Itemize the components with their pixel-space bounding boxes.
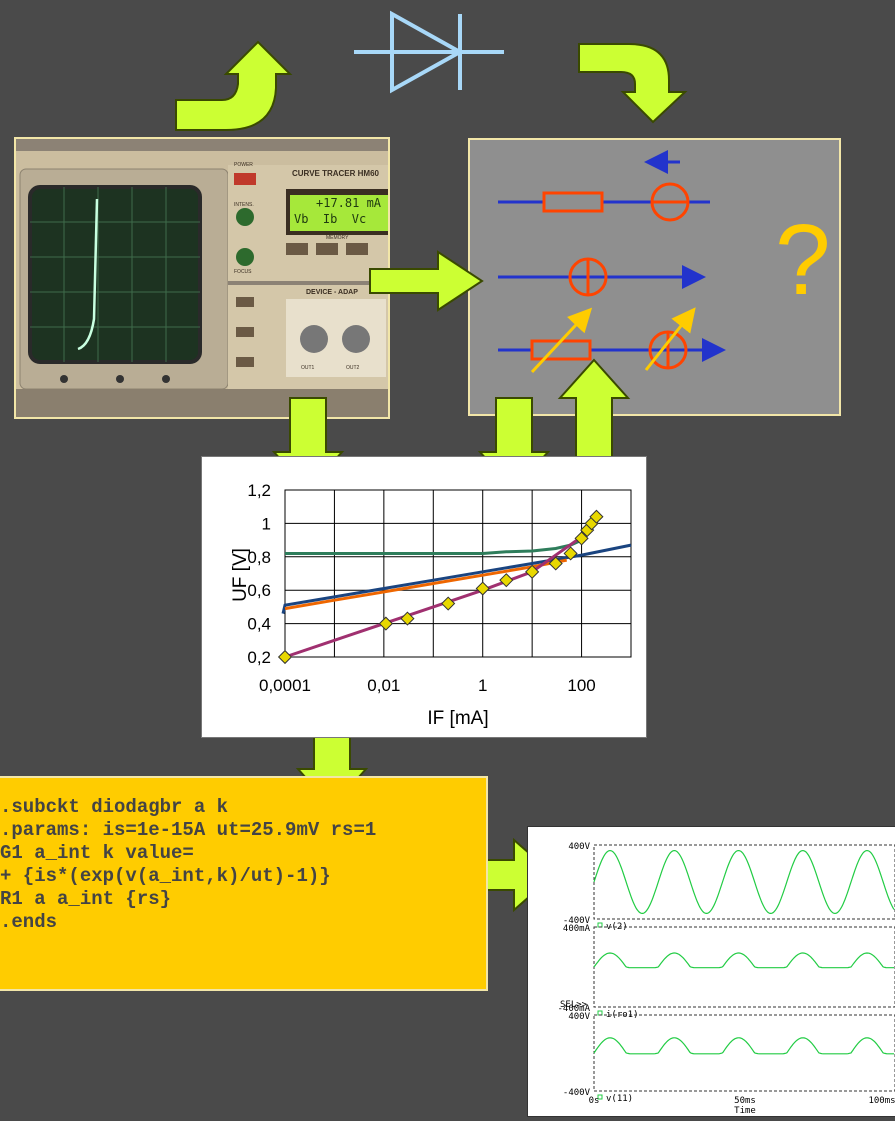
instrument-out1-label: OUT1 (301, 365, 315, 371)
chart-ytick-label: 0,4 (247, 615, 271, 634)
diode-models-panel: ? (468, 138, 841, 416)
chart-series-line (284, 510, 598, 659)
chart-ytick-label: 1 (262, 514, 271, 533)
instrument-power-label: POWER (234, 162, 253, 168)
chart-series-line (285, 538, 583, 555)
sim-legend-marker (597, 922, 603, 928)
chart-ylabel: UF [V] (230, 548, 251, 602)
code-line: R1 a a_int {rs} (0, 888, 172, 910)
sim-sel-label: SEL>> (560, 1000, 588, 1010)
curve-tracer-photo: CURVE TRACER HM60 POWER INTENS. FOCUS +1… (14, 137, 390, 419)
chart-xtick-label: 100 (567, 676, 595, 695)
diode-characteristic-chart: 0,2 0,4 0,6 0,8 1 1,2 0,0001 0,01 1 100 IF [mA] U… (201, 456, 647, 738)
chart-ytick-label: 0,2 (247, 648, 271, 667)
instrument-intens-label: INTENS. (234, 202, 254, 208)
instrument-out2-label: OUT2 (346, 365, 360, 371)
chart-data-point (277, 649, 293, 665)
sim-legend-label: v(11) (606, 1094, 633, 1104)
sim-xtick-label: 50ms (734, 1096, 756, 1106)
curve-tracer-illustration (16, 139, 388, 417)
chart-plot-frame (284, 489, 632, 658)
chart-series-line (284, 558, 567, 611)
chart-xtick-label: 0,0001 (259, 676, 311, 695)
diode-model-circuits (498, 150, 726, 374)
sim-xtick-label: 0s (589, 1096, 600, 1106)
sim-ytick-top: 400V (568, 1012, 590, 1022)
instrument-display-value: +17.81 mA (316, 196, 382, 210)
chart-series-line (281, 543, 632, 614)
spice-code-box: .subckt diodagbr a k.params: is=1e-15A u… (0, 776, 488, 991)
chart-data-point (589, 509, 604, 524)
curved-arrow-down-icon (578, 43, 688, 124)
chart-ytick-label: 0,8 (247, 548, 271, 567)
chart-data-point (441, 596, 456, 611)
sim-ytick-top: 400V (568, 842, 590, 852)
code-line: .params: is=1e-15A ut=25.9mV rs=1 (0, 819, 377, 841)
sim-trace (593, 1037, 894, 1055)
sim-xlabel: Time (734, 1106, 756, 1116)
code-line: .subckt diodagbr a k (0, 796, 229, 818)
sim-trace (593, 849, 895, 915)
simulation-traces: 400V-400Vv(2)400mA-400mAi(ro1)400V-400Vv… (557, 842, 895, 1116)
sim-legend-marker (597, 1010, 603, 1016)
arrow-right-icon (369, 250, 484, 312)
chart-ytick-label: 1,2 (247, 481, 271, 500)
chart-data-point (475, 581, 490, 596)
instrument-memory-label: MEMORY (326, 235, 349, 241)
chart-xtick-label: 0,01 (367, 676, 400, 695)
code-line: .ends (0, 911, 58, 933)
chart-data-point (400, 611, 415, 626)
sim-legend-label: i(ro1) (606, 1010, 639, 1020)
chart-data-point (563, 546, 578, 561)
instrument-focus-label: FOCUS (234, 269, 252, 275)
chart-data-point (548, 556, 563, 571)
diode-symbol-icon (354, 10, 504, 94)
chart-xlabel: IF [mA] (427, 708, 488, 729)
chart-xtick-label: 1 (478, 676, 487, 695)
sim-ytick-bottom: -400V (563, 916, 591, 926)
sim-xtick-label: 100ms (868, 1096, 895, 1106)
spice-code: .subckt diodagbr a k.params: is=1e-15A u… (0, 778, 486, 934)
instrument-title-label: CURVE TRACER HM60 (292, 169, 379, 178)
chart-data-point (499, 573, 514, 588)
sim-trace (593, 952, 894, 969)
chart-plot: 0,2 0,4 0,6 0,8 1 1,2 0,0001 0,01 1 100 IF [mA] U… (230, 481, 632, 729)
instrument-device-label: DEVICE - ADAP (306, 289, 358, 296)
chart-data-point (574, 531, 589, 546)
code-line: G1 a_int k value= (0, 842, 194, 864)
sim-ytick-top: 400mA (563, 924, 591, 934)
chart-data-point (378, 616, 393, 631)
chart-ytick-label: 0,6 (247, 581, 271, 600)
sim-ytick-bottom: -400mA (557, 1004, 590, 1014)
sim-ytick-bottom: -400V (563, 1088, 591, 1098)
chart-data-point (525, 564, 540, 579)
model-row-1 (498, 150, 710, 222)
sim-legend-marker (597, 1094, 603, 1100)
question-mark: ? (775, 204, 831, 316)
model-row-3 (498, 307, 726, 374)
code-line: + {is*(exp(v(a_int,k)/ut)-1)} (0, 865, 331, 887)
model-row-2 (498, 257, 706, 297)
curved-arrow-up-icon (175, 40, 293, 131)
instrument-display-row: Vb Ib Vc (294, 212, 367, 226)
